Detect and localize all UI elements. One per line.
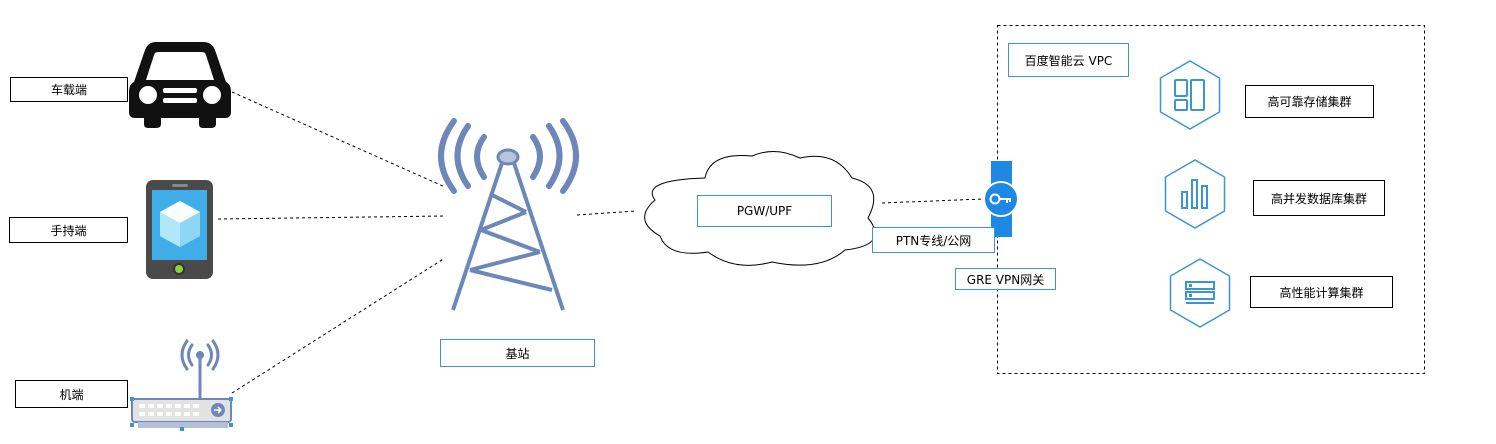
database-cluster-label: 高并发数据库集群 xyxy=(1253,180,1385,216)
compute-cluster-icon xyxy=(1169,258,1231,328)
core-network-label: PGW/UPF xyxy=(697,195,832,227)
storage-cluster-label: 高可靠存储集群 xyxy=(1245,85,1374,118)
car-terminal-label: 车载端 xyxy=(10,77,128,102)
vpn-gateway-label: GRE VPN网关 xyxy=(955,268,1056,290)
connector-car-to-tower xyxy=(231,91,446,188)
compute-cluster-label: 高性能计算集群 xyxy=(1250,276,1393,308)
connector-cloud-to-gateway xyxy=(881,198,984,204)
car-icon xyxy=(129,42,231,128)
base-station-label: 基站 xyxy=(440,339,595,367)
vpc-title: 百度智能云 VPC xyxy=(1008,43,1129,77)
storage-cluster-icon xyxy=(1159,60,1221,130)
phone-icon xyxy=(146,180,213,279)
connector-handheld-to-tower xyxy=(217,215,446,220)
vpn-gateway-icon xyxy=(983,161,1019,237)
link-type-label: PTN专线/公网 xyxy=(872,227,995,253)
connector-tower-to-cloud xyxy=(576,210,637,216)
connector-machine-to-tower xyxy=(231,257,446,394)
handheld-terminal-label: 手持端 xyxy=(9,217,128,243)
machine-terminal-label: 机端 xyxy=(15,380,128,408)
router-icon xyxy=(130,339,233,431)
database-cluster-icon xyxy=(1164,159,1226,229)
cell-tower-icon xyxy=(438,118,579,311)
